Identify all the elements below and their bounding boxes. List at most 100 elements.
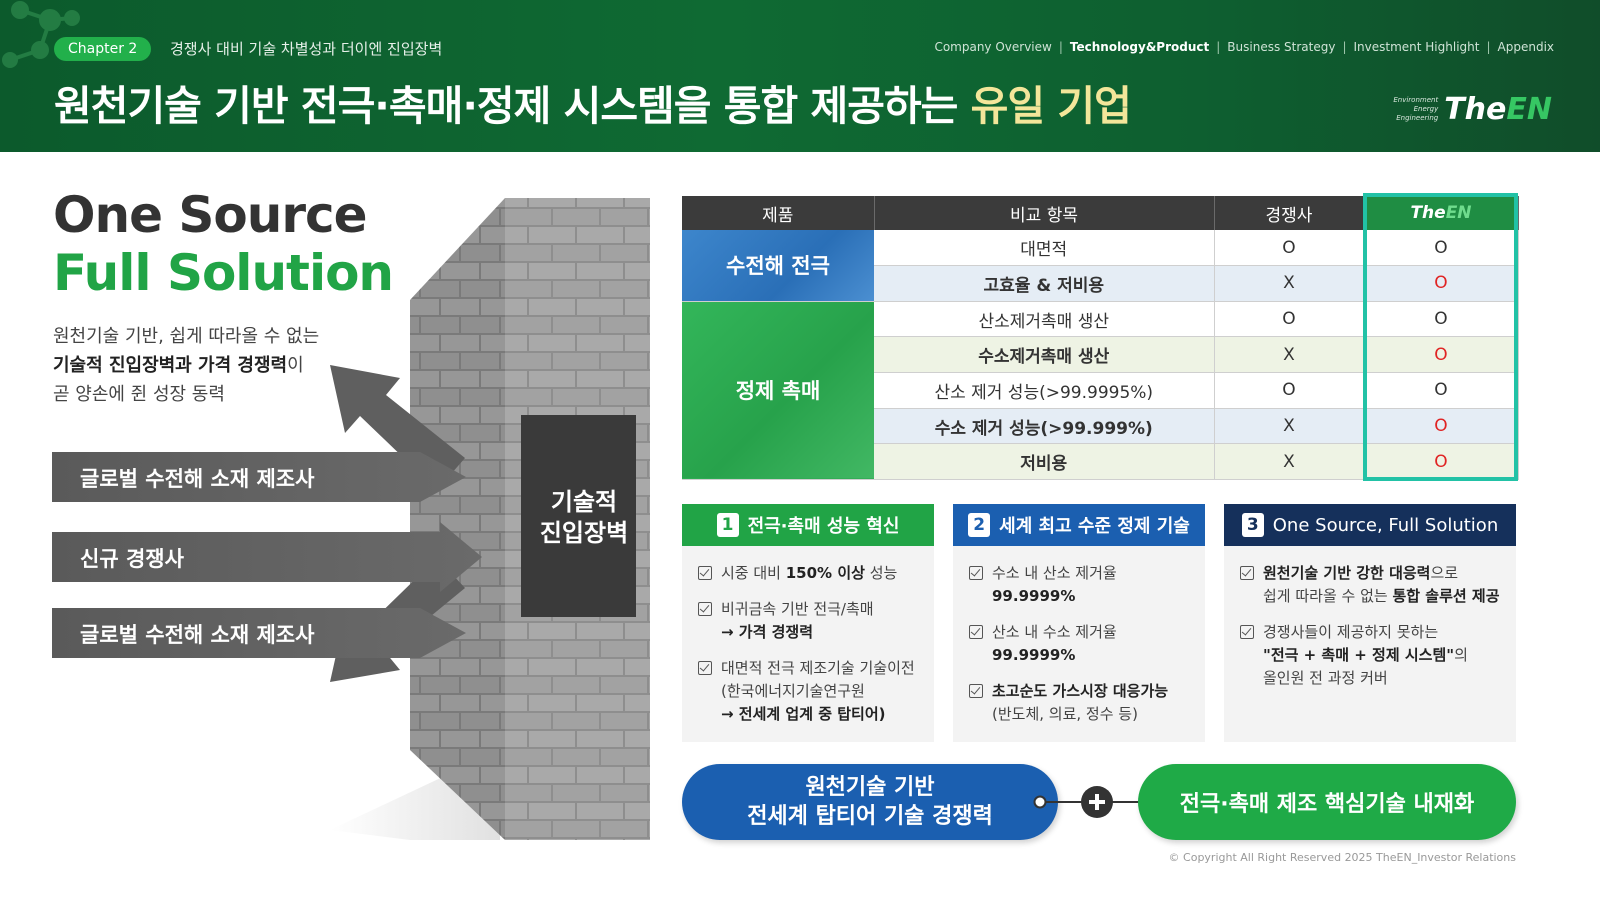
molecule-decoration-icon	[2, 1, 80, 68]
cell-theen: O	[1364, 301, 1519, 338]
card-list: 시중 대비 150% 이상 성능 비귀금속 기반 전극/촉매→ 가격 경쟁력 대…	[682, 546, 934, 726]
checkbox-icon	[698, 566, 712, 580]
th-theen-the: The	[1410, 203, 1446, 223]
card-number: 3	[1241, 513, 1264, 537]
checkbox-icon	[969, 625, 983, 639]
page-title: 원천기술 기반 전극·촉매·정제 시스템을 통합 제공하는 유일 기업	[54, 72, 1132, 132]
th-theen: TheEN	[1364, 196, 1519, 230]
cell-competitor: O	[1214, 230, 1365, 267]
comparison-table: 제품 비교 항목 경쟁사 TheEN 수전해 전극 대면적 O O 고효율 & …	[682, 196, 1519, 481]
barrier-wall-illustration	[52, 198, 650, 840]
item-text: 올인원 전 과정 커버	[1263, 669, 1388, 687]
table-row: 저비용 X O	[682, 443, 1519, 480]
table-row: 수소 제거 성능(>99.999%) X O	[682, 408, 1519, 445]
table-row: 고효율 & 저비용 X O	[682, 265, 1519, 302]
card-title: One Source, Full Solution	[1272, 514, 1499, 536]
desc-suffix: 이	[287, 355, 304, 376]
nav-appendix[interactable]: Appendix	[1497, 40, 1554, 54]
table-row: 정제 촉매 산소제거촉매 생산 O O	[682, 301, 1519, 481]
pill-line: 전세계 탑티어 기술 경쟁력	[747, 804, 993, 829]
nav-separator: |	[1342, 40, 1347, 54]
nav-investment-highlight[interactable]: Investment Highlight	[1353, 40, 1480, 54]
card-list: 수소 내 산소 제거율 99.9999% 산소 내 수소 제거율 99.9999…	[953, 546, 1205, 726]
barrier-plate	[521, 415, 636, 617]
hero-title-line1: One Source	[53, 186, 368, 244]
card-header: 1 전극·촉매 성능 혁신	[682, 504, 934, 546]
item-bold: → 전세계 업계 중 탑티어)	[721, 705, 886, 723]
cell-theen: O	[1364, 443, 1519, 480]
barrier-label-line: 기술적	[550, 488, 618, 516]
nav-separator: |	[1058, 40, 1063, 54]
nav-business-strategy[interactable]: Business Strategy	[1227, 40, 1336, 54]
checkbox-icon	[698, 602, 712, 616]
item-bold: 150% 이상	[785, 564, 865, 582]
th-compare-item: 비교 항목	[874, 196, 1215, 230]
item-bold: 99.9999%	[992, 646, 1076, 664]
list-item: 대면적 전극 제조기술 기술이전(한국에너지기술연구원→ 전세계 업계 중 탑티…	[698, 657, 920, 726]
desc-line: 기술적 진입장벽과 가격 경쟁력이	[53, 351, 383, 380]
item-text: 으로	[1430, 564, 1459, 582]
checkbox-icon	[969, 684, 983, 698]
cell-theen: O	[1364, 408, 1519, 445]
wall-side-face	[410, 198, 505, 840]
item-text: 경쟁사들이 제공하지 못하는	[1263, 623, 1439, 641]
item-text: (반도체, 의료, 정수 등)	[992, 705, 1138, 723]
cell-competitor: O	[1214, 301, 1365, 338]
logo-tagline-line: Energy	[1413, 105, 1439, 113]
list-item: 산소 내 수소 제거율 99.9999%	[969, 621, 1191, 667]
chapter-badge: Chapter 2	[54, 37, 152, 61]
arrow-label-new-competitor: 신규 경쟁사	[80, 547, 184, 571]
logo-tagline-line: Environment	[1393, 96, 1439, 104]
hero-title-line2: Full Solution	[53, 244, 394, 302]
checkbox-icon	[698, 661, 712, 675]
summary-pill-tier-tech: 원천기술 기반 전세계 탑티어 기술 경쟁력	[682, 764, 1058, 840]
nav-separator: |	[1486, 40, 1491, 54]
card-header: 2 세계 최고 수준 정제 기술	[953, 504, 1205, 546]
cell-item: 수소 제거 성능(>99.999%)	[874, 408, 1215, 445]
desc-line: 원천기술 기반, 쉽게 따라올 수 없는	[53, 326, 320, 347]
feature-card-1: 1 전극·촉매 성능 혁신 시중 대비 150% 이상 성능 비귀금속 기반 전…	[682, 504, 934, 742]
header-banner: Chapter 2 경쟁사 대비 기술 차별성과 더이엔 진입장벽 Compan…	[0, 0, 1600, 152]
feature-card-2: 2 세계 최고 수준 정제 기술 수소 내 산소 제거율 99.9999% 산소…	[953, 504, 1205, 742]
item-bold: 통합 솔루션 제공	[1392, 587, 1500, 605]
copyright: © Copyright All Right Reserved 2025 TheE…	[1168, 851, 1516, 864]
page-title-highlight: 유일 기업	[970, 82, 1132, 130]
checkbox-icon	[969, 566, 983, 580]
cell-competitor: X	[1214, 336, 1365, 374]
top-navigation: Company Overview | Technology&Product | …	[934, 40, 1554, 54]
cell-theen: O	[1364, 265, 1519, 302]
pill-line: 원천기술 기반	[805, 775, 935, 800]
cell-item: 대면적	[874, 230, 1215, 267]
checkbox-icon	[1240, 625, 1254, 639]
item-text: (한국에너지기술연구원	[721, 682, 865, 700]
th-competitor: 경쟁사	[1214, 196, 1365, 230]
cell-item: 산소제거촉매 생산	[874, 301, 1215, 338]
list-item: 초고순도 가스시장 대응가능(반도체, 의료, 정수 등)	[969, 680, 1191, 726]
cell-competitor: O	[1214, 372, 1365, 409]
item-text: 수소 내 산소 제거율	[992, 564, 1117, 582]
feature-card-3: 3 One Source, Full Solution 원천기술 기반 강한 대…	[1224, 504, 1516, 742]
cell-competitor: X	[1214, 408, 1365, 445]
item-text: 쉽게 따라올 수 없는	[1263, 587, 1393, 605]
arrow-label-global-maker-bottom: 글로벌 수전해 소재 제조사	[80, 623, 315, 647]
table-row: 수소제거촉매 생산 X O	[682, 336, 1519, 374]
item-bold: "전극 + 촉매 + 정제 시스템"	[1263, 646, 1455, 664]
cell-item: 저비용	[874, 443, 1215, 480]
item-text: 산소 내 수소 제거율	[992, 623, 1117, 641]
desc-line: 곧 양손에 쥔 성장 동력	[53, 384, 225, 405]
category-catalyst: 정제 촉매	[682, 301, 874, 481]
item-bold: 99.9999%	[992, 587, 1076, 605]
nav-company-overview[interactable]: Company Overview	[934, 40, 1052, 54]
nav-technology-product[interactable]: Technology&Product	[1069, 40, 1210, 54]
card-title: 전극·촉매 성능 혁신	[747, 516, 900, 537]
item-text: 비귀금속 기반 전극/촉매	[721, 600, 874, 618]
item-bold: 원천기술 기반 강한 대응력	[1263, 564, 1431, 582]
table-header-row: 제품 비교 항목 경쟁사 TheEN	[682, 196, 1519, 230]
item-bold: → 가격 경쟁력	[721, 623, 814, 641]
summary-pill-core-tech: 전극·촉매 제조 핵심기술 내재화	[1138, 764, 1516, 840]
logo-the: The	[1444, 92, 1507, 127]
logo-en: EN	[1506, 92, 1552, 127]
